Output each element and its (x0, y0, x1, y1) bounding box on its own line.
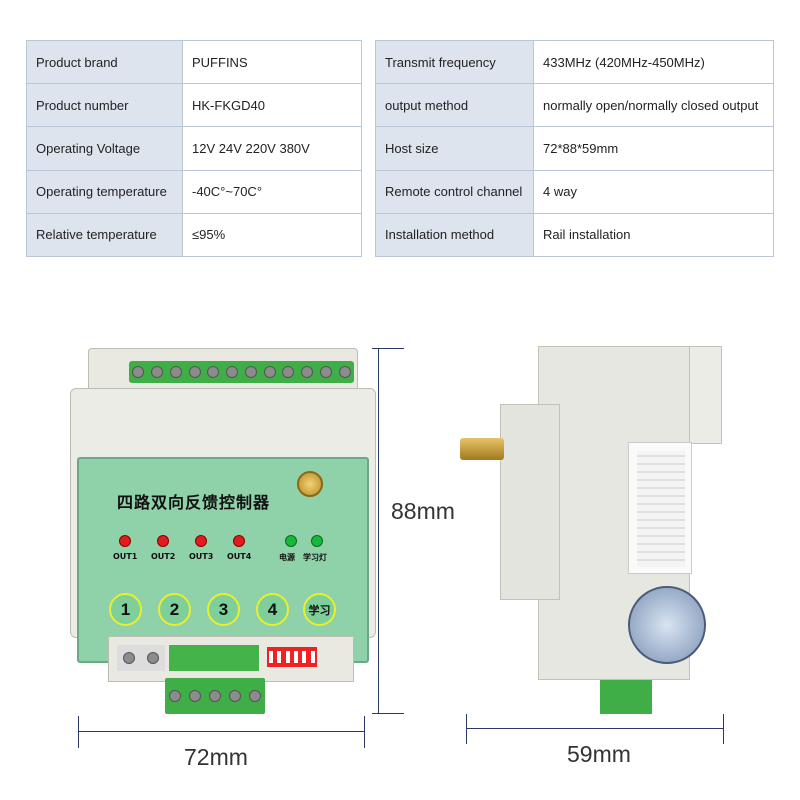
spec-key: Relative temperature (26, 212, 183, 257)
spec-value: HK-FKGD40 (182, 83, 362, 128)
side-terminal-block (600, 680, 652, 714)
spec-value: ≤95% (182, 212, 362, 257)
depth-dimension-tick-right (723, 714, 724, 744)
device-main-housing: 四路双向反馈控制器 OUT1 OUT2 OUT3 OUT4 电源 学习灯 1 2… (70, 388, 376, 663)
led-label-out2: OUT2 (151, 552, 176, 561)
spec-key: Operating temperature (26, 169, 183, 214)
device-bottom-housing (108, 636, 354, 682)
led-label-out4: OUT4 (227, 552, 252, 561)
height-dimension-label: 88mm (391, 498, 455, 524)
screw-icon (169, 366, 182, 378)
spec-value: 433MHz (420MHz-450MHz) (533, 39, 774, 85)
depth-dimension-label: 59mm (567, 741, 631, 767)
bottom-terminal-strip (165, 678, 265, 714)
led-learn (311, 535, 323, 547)
spec-value: 72*88*59mm (533, 126, 774, 171)
screw-icon (244, 366, 257, 378)
screw-icon (123, 652, 135, 664)
spec-value: Rail installation (533, 212, 774, 257)
bottom-green-block (169, 645, 259, 671)
width-dimension-line (78, 731, 365, 732)
led-out2 (157, 535, 169, 547)
spec-key: Host size (375, 126, 534, 171)
screw-icon (282, 366, 295, 378)
led-out3 (195, 535, 207, 547)
screw-icon (338, 366, 351, 378)
screw-icon (169, 690, 181, 702)
screw-icon (301, 366, 314, 378)
channel-3-button[interactable]: 3 (207, 593, 240, 626)
screw-icon (209, 690, 221, 702)
channel-1-button[interactable]: 1 (109, 593, 142, 626)
channel-2-button[interactable]: 2 (158, 593, 191, 626)
spec-key: Installation method (375, 212, 534, 257)
screw-icon (229, 690, 241, 702)
width-dimension-tick-left (78, 716, 79, 748)
screw-icon (189, 690, 201, 702)
screw-icon (147, 652, 159, 664)
led-label-power: 电源 (279, 553, 295, 562)
spec-value: -40C°~70C° (182, 169, 362, 214)
led-label-out3: OUT3 (189, 552, 214, 561)
led-out1 (119, 535, 131, 547)
screw-icon (151, 366, 164, 378)
spec-key: Operating Voltage (26, 126, 183, 171)
learn-button[interactable]: 学习 (303, 593, 336, 626)
table-row: Operating temperature-40C°~70C° (26, 169, 362, 214)
warning-label (628, 442, 692, 574)
table-row: Relative temperature≤95% (26, 212, 362, 257)
spec-key: output method (375, 83, 534, 128)
height-dimension-tick-top (372, 348, 404, 349)
spec-key: Remote control channel (375, 169, 534, 214)
spec-key: Product brand (26, 39, 183, 85)
dip-switch (267, 647, 317, 667)
screw-icon (132, 366, 145, 378)
screw-icon (319, 366, 332, 378)
width-dimension-label: 72mm (184, 744, 248, 770)
control-panel: 四路双向反馈控制器 OUT1 OUT2 OUT3 OUT4 电源 学习灯 1 2… (77, 457, 369, 663)
led-out4 (233, 535, 245, 547)
led-label-out1: OUT1 (113, 552, 138, 561)
channel-4-button[interactable]: 4 (256, 593, 289, 626)
top-terminal-strip (129, 361, 354, 383)
spec-value: normally open/normally closed output (533, 83, 774, 128)
bottom-screw-block (117, 645, 165, 671)
spec-value: PUFFINS (182, 39, 362, 85)
width-dimension-tick-right (364, 716, 365, 748)
device-side-front-step (500, 404, 560, 600)
led-label-learn: 学习灯 (303, 553, 327, 562)
screw-icon (188, 366, 201, 378)
screw-icon (249, 690, 261, 702)
spec-value: 4 way (533, 169, 774, 214)
hologram-seal-icon (628, 586, 706, 664)
spec-key: Product number (26, 83, 183, 128)
height-dimension-tick-bottom (372, 713, 404, 714)
spec-value: 12V 24V 220V 380V (182, 126, 362, 171)
depth-dimension-tick-left (466, 714, 467, 744)
height-dimension-line (378, 348, 379, 714)
depth-dimension-line (466, 728, 724, 729)
screw-icon (263, 366, 276, 378)
screw-icon (207, 366, 220, 378)
led-power (285, 535, 297, 547)
screw-icon (226, 366, 239, 378)
spec-key: Transmit frequency (375, 39, 534, 85)
antenna-connector-icon (460, 438, 504, 460)
device-title: 四路双向反馈控制器 (117, 493, 271, 512)
antenna-connector-icon (297, 471, 323, 497)
device-front-view: 四路双向反馈控制器 OUT1 OUT2 OUT3 OUT4 电源 学习灯 1 2… (70, 348, 380, 718)
device-side-view (460, 346, 740, 716)
